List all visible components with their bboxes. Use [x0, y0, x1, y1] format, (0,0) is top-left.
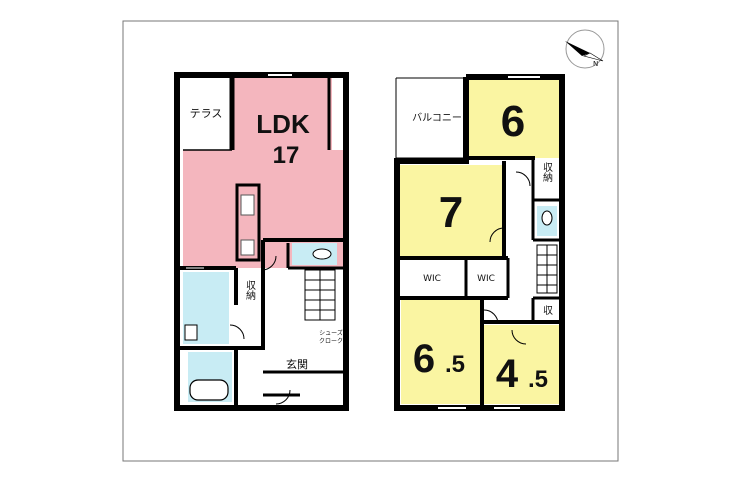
door-arc-5 — [483, 309, 499, 325]
door-arc-2 — [229, 324, 245, 340]
bathtub-icon — [189, 379, 229, 401]
storage-mid-label-2f: 収 — [543, 305, 553, 317]
door-arc-7 — [511, 329, 527, 345]
room-4-5-fill — [484, 325, 559, 404]
stairs-2f — [536, 244, 558, 294]
ldk-upper-fill — [232, 78, 332, 153]
toilet-icon-2f — [541, 210, 553, 226]
washbasin-icon — [184, 324, 198, 341]
ldk-size: 17 — [273, 142, 300, 169]
compass-label: N — [593, 60, 598, 68]
frame-border — [122, 20, 619, 462]
compass-icon: N — [565, 29, 605, 69]
door-arc-3 — [275, 389, 291, 405]
floor-2: バルコニー 6 7 WIC WIC 収納 収 6 .5 4 .5 — [394, 74, 565, 411]
ldk-label: LDK — [256, 109, 310, 139]
floor-1: LDK 17 テラス 収納 玄関 シューズ クローク — [174, 72, 349, 411]
room-6-label: 6 — [501, 97, 525, 146]
wic-right-label: WIC — [477, 274, 495, 284]
room-6-5-frac: .5 — [445, 351, 465, 378]
floor-2-outer-wall — [394, 74, 565, 411]
sink-icon — [240, 194, 255, 216]
stairs-1f — [304, 269, 336, 321]
terrace-label: テラス — [190, 107, 223, 120]
balcony-label: バルコニー — [412, 112, 462, 124]
shoes-cloak-line2: クローク — [319, 338, 343, 345]
room-7-label: 7 — [439, 188, 463, 237]
entrance-label: 玄関 — [286, 357, 308, 371]
shoes-cloak-line1: シューズ — [319, 329, 343, 337]
room-6-fill — [469, 80, 559, 158]
door-arc-6 — [515, 171, 531, 187]
door-arc-1 — [261, 255, 277, 271]
storage-label-1f: 収納 — [244, 280, 256, 301]
toilet-icon-1f — [312, 248, 332, 260]
room-4-5-frac: .5 — [528, 366, 548, 393]
wic-left-label: WIC — [423, 274, 441, 284]
door-arc-4 — [489, 227, 505, 243]
room-7-fill — [399, 165, 504, 257]
kitchen-counter — [235, 183, 261, 262]
room-4-5-main: 4 — [496, 352, 519, 396]
storage-top-label-2f: 収納 — [541, 162, 553, 183]
room-6-5-fill — [401, 300, 481, 404]
stove-icon — [240, 239, 255, 256]
room-6-5-main: 6 — [413, 337, 435, 381]
